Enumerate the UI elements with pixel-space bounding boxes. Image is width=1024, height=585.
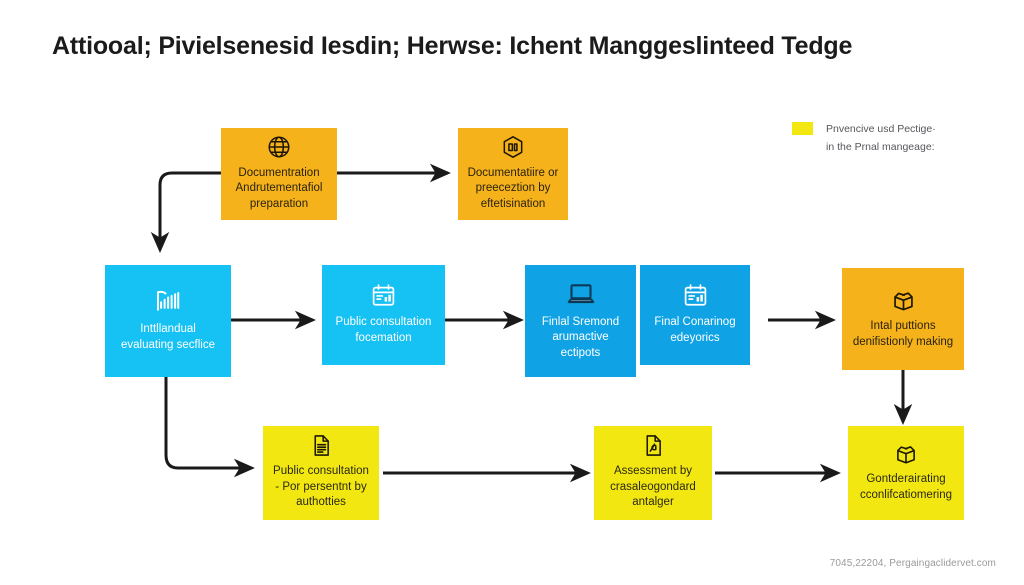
node-assessment-standard[interactable]: Assessment by crasaleogondard antalger <box>594 426 712 520</box>
node-considering-confirmation[interactable]: Gontderairating cconlifcatiomering <box>848 426 964 520</box>
node-label: Final Conarinog edeyorics <box>654 315 736 344</box>
legend: Pnvencive usd Pectige· in the Prnal mang… <box>792 120 1010 157</box>
node-label: Intal puttions denifistionly making <box>852 319 954 348</box>
node-label: Inttllandual evaluating secflice <box>121 323 215 351</box>
node-label: Documentatiire or preeceztion by eftetis… <box>467 166 559 210</box>
node-label: Public consultation - Por persentnt by a… <box>273 465 369 509</box>
node-label: Assessment by crasaleogondard antalger <box>610 465 696 509</box>
legend-line-2: in the Prnal mangeage: <box>826 141 935 154</box>
connector-n3-to-n8 <box>164 377 255 478</box>
node-documentation-preparation[interactable]: Documentration Andrutementafiol preparat… <box>221 128 337 220</box>
node-public-consultation-formation[interactable]: Public consultation focemation <box>322 265 445 365</box>
calendar-chart-icon <box>682 282 709 309</box>
package-hex-icon <box>500 134 526 160</box>
node-label: Gontderairating cconlifcatiomering <box>859 473 953 501</box>
document-code-icon <box>641 433 666 458</box>
connector-n1-to-n3 <box>150 171 222 253</box>
legend-swatch-yellow <box>792 122 813 135</box>
open-box-icon <box>893 440 919 466</box>
node-label: Finlal Sremond arumactive ectipots <box>541 315 620 359</box>
node-label: Public consultation focemation <box>335 315 432 344</box>
legend-text: Pnvencive usd Pectige· in the Prnal mang… <box>826 120 936 157</box>
footer-attribution: 7045,22204, Pergaingaclidervet.com <box>829 558 996 569</box>
calendar-chart-icon <box>370 282 397 309</box>
node-label: Documentration Andrutementafiol preparat… <box>235 166 323 210</box>
globe-icon <box>266 134 292 160</box>
node-final-considering-categories[interactable]: Final Conarinog edeyorics <box>640 265 750 365</box>
node-individual-evaluation[interactable]: Inttllandual evaluating secflice <box>105 265 231 377</box>
node-final-decision-making[interactable]: Intal puttions denifistionly making <box>842 268 964 370</box>
open-box-icon <box>890 286 917 313</box>
document-lines-icon <box>309 433 334 458</box>
node-documentation-verification[interactable]: Documentatiire or preeceztion by eftetis… <box>458 128 568 220</box>
bar-chart-growth-icon <box>153 286 183 316</box>
node-final-alternative-options[interactable]: Finlal Sremond arumactive ectipots <box>525 265 636 377</box>
laptop-icon <box>566 279 596 309</box>
legend-line-1: Pnvencive usd Pectige· <box>826 123 936 135</box>
page-title: Attiooal; Pivielsenesid Iesdin; Herwse: … <box>52 32 853 60</box>
node-public-consultation-authorities[interactable]: Public consultation - Por persentnt by a… <box>263 426 379 520</box>
